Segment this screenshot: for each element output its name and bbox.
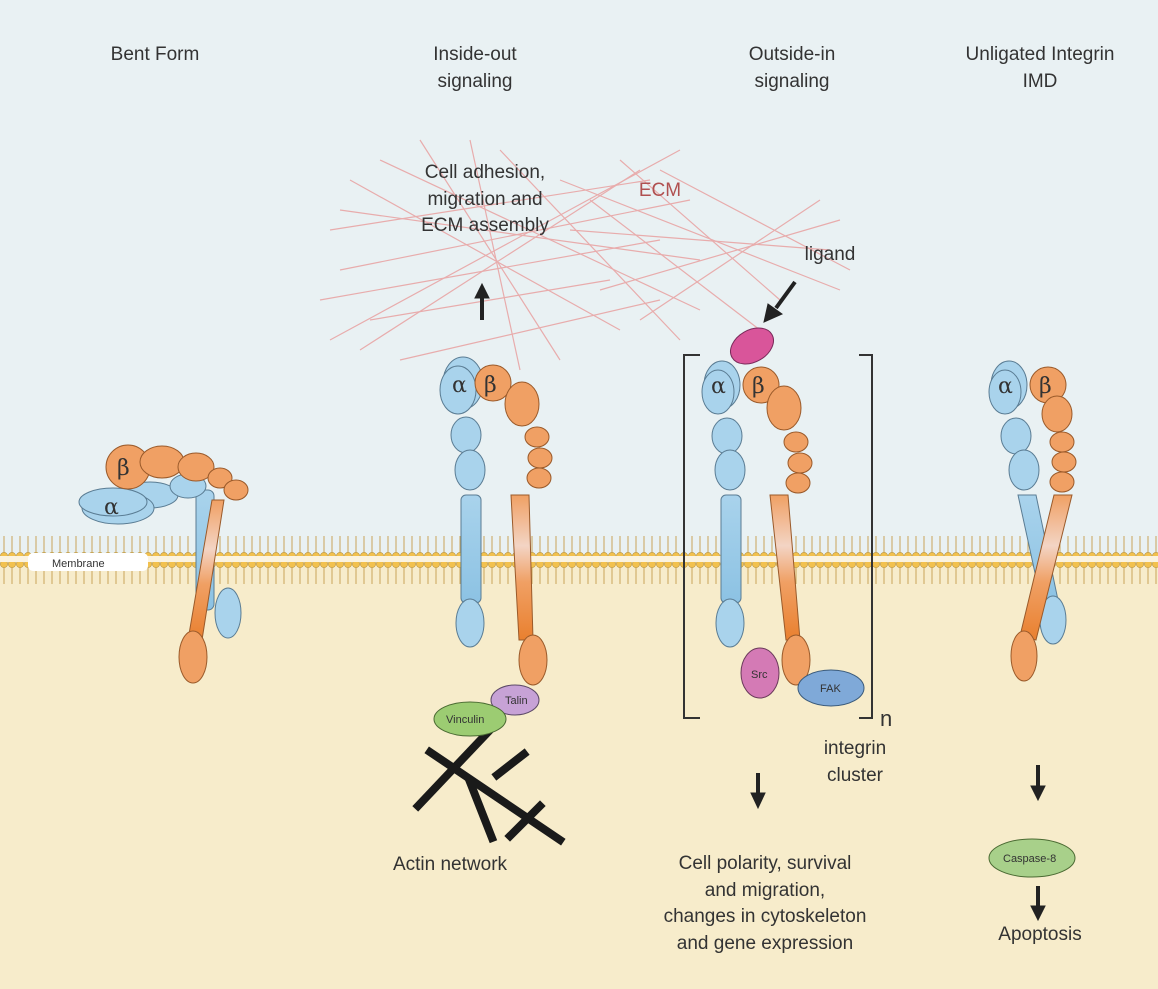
caspase-label: Caspase-8 xyxy=(1003,853,1056,865)
cluster-n-label: n xyxy=(880,706,892,731)
heading-bent-form: Bent Form xyxy=(80,42,230,69)
fak-label: FAK xyxy=(820,683,841,695)
svg-text:α: α xyxy=(711,374,726,399)
apoptosis-label: Apoptosis xyxy=(970,922,1110,949)
svg-text:β: β xyxy=(484,373,497,398)
ecm-label: ECM xyxy=(620,178,700,205)
ligand-label: ligand xyxy=(790,242,870,269)
svg-text:β: β xyxy=(1039,374,1052,399)
vinculin-label: Vinculin xyxy=(446,714,484,726)
svg-text:α: α xyxy=(998,374,1013,399)
actin-network-label: Actin network xyxy=(355,852,545,879)
membrane-label: Membrane xyxy=(52,558,105,570)
svg-text:α: α xyxy=(104,495,119,520)
svg-text:α: α xyxy=(452,373,467,398)
svg-text:β: β xyxy=(752,374,765,399)
src-label: Src xyxy=(751,669,768,681)
svg-text:β: β xyxy=(117,456,130,481)
talin-label: Talin xyxy=(505,695,528,707)
